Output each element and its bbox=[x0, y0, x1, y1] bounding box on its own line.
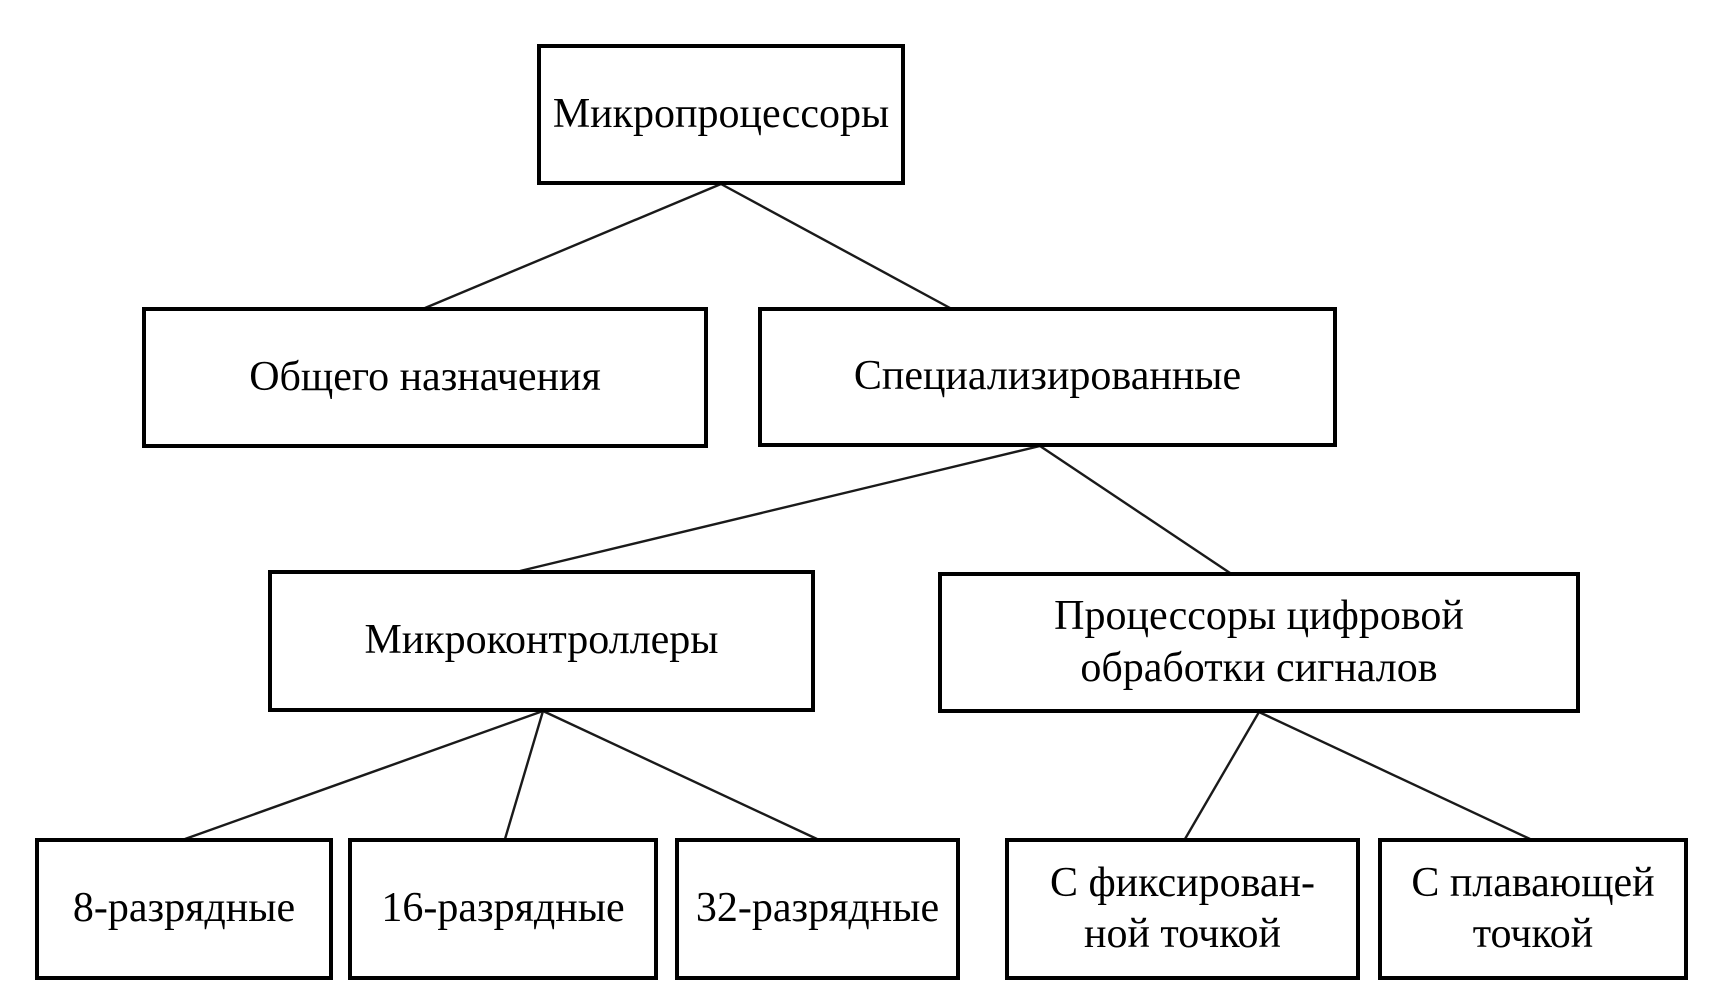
edge-dsp-floating bbox=[1258, 710, 1531, 841]
edge-root-specialized bbox=[720, 182, 951, 310]
edge-root-general bbox=[424, 182, 722, 310]
node-specialized: Специализированные bbox=[758, 307, 1337, 447]
edge-mcu-bit32 bbox=[542, 709, 818, 841]
node-floating-point: С плавающей точкой bbox=[1378, 838, 1688, 980]
node-digital-signal-processors: Процессоры цифровой обработки сигналов bbox=[938, 572, 1580, 713]
node-16-bit: 16-разрядные bbox=[348, 838, 658, 980]
edge-dsp-fixed bbox=[1183, 711, 1261, 840]
node-32-bit: 32-разрядные bbox=[675, 838, 960, 980]
node-microprocessors: Микропроцессоры bbox=[537, 44, 905, 185]
node-8-bit: 8-разрядные bbox=[35, 838, 333, 980]
edge-specialized-mcu bbox=[519, 444, 1041, 573]
edge-specialized-dsp bbox=[1039, 445, 1231, 574]
edge-mcu-bit16 bbox=[503, 710, 545, 840]
node-fixed-point: С фиксирован- ной точкой bbox=[1005, 838, 1360, 980]
node-microcontrollers: Микроконтроллеры bbox=[268, 570, 815, 712]
edge-mcu-bit8 bbox=[184, 709, 544, 841]
node-general-purpose: Общего назначения bbox=[142, 307, 708, 448]
